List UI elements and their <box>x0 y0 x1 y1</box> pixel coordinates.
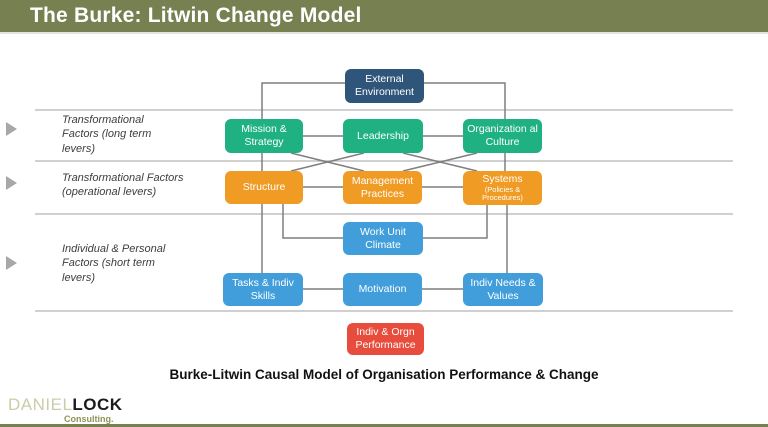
node-label: Indiv & Orgn Performance <box>355 326 416 351</box>
node-label: Systems <box>482 173 523 186</box>
node-management-practices: Management Practices <box>343 171 422 204</box>
node-leadership: Leadership <box>343 119 423 153</box>
logo-lock: LOCK <box>72 395 123 414</box>
bottom-accent-bar <box>0 424 768 427</box>
node-sublabel: (Policies & Procedures) <box>482 184 523 203</box>
arrow-icon <box>6 176 17 190</box>
daniel-lock-logo: DANIELLOCK Consulting. <box>8 396 123 424</box>
node-work-unit-climate: Work Unit Climate <box>343 222 423 255</box>
factor-label-individual-personal: Individual & Personal Factors (short ter… <box>62 243 166 284</box>
node-label: Tasks & Indiv Skills <box>232 276 294 302</box>
node-motivation: Motivation <box>343 273 422 306</box>
arrow-icon <box>6 122 17 136</box>
node-indiv-orgn-performance: Indiv & Orgn Performance <box>347 323 424 355</box>
node-mission-strategy: Mission & Strategy <box>225 119 303 153</box>
node-label: Indiv Needs & Values <box>470 276 536 302</box>
node-label: Work Unit Climate <box>360 225 406 251</box>
node-indiv-needs-values: Indiv Needs & Values <box>463 273 543 306</box>
node-external-environment: External Environment <box>345 69 424 103</box>
node-label: Motivation <box>358 283 407 296</box>
node-label: Structure <box>242 181 286 194</box>
factor-label-transformational-long: Transformational Factors (long term leve… <box>62 114 152 155</box>
diagram-caption: Burke-Litwin Causal Model of Organisatio… <box>169 367 599 382</box>
page-title: The Burke: Litwin Change Model <box>30 4 362 27</box>
node-label: External Environment <box>355 73 414 98</box>
node-label: Leadership <box>357 129 409 142</box>
factor-label-transformational-operational: Transformational Factors (operational le… <box>62 172 184 199</box>
node-structure: Structure <box>225 171 303 204</box>
logo-daniel: DANIEL <box>8 395 73 414</box>
logo-tagline: Consulting. <box>64 414 114 424</box>
node-organizational-culture: Organization al Culture <box>463 119 542 153</box>
node-tasks-indiv-skills: Tasks & Indiv Skills <box>223 273 303 306</box>
title-bar: The Burke: Litwin Change Model <box>0 0 768 34</box>
node-label: Mission & Strategy <box>241 123 287 148</box>
arrow-icon <box>6 256 17 270</box>
node-label: Management Practices <box>351 174 414 200</box>
node-systems: Systems (Policies & Procedures) <box>463 171 542 205</box>
node-label: Organization al Culture <box>467 123 538 148</box>
